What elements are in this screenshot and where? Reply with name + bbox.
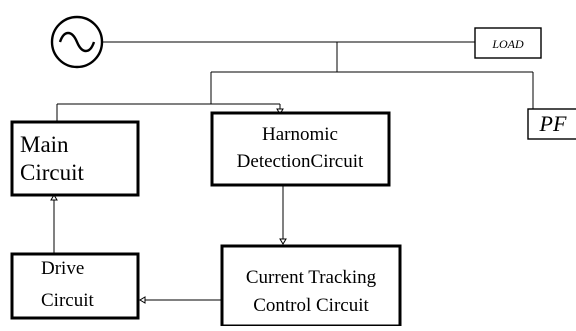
arrowhead-to-tracking — [279, 238, 287, 245]
harmonic-detection-line1: Harnomic — [262, 124, 338, 145]
arrowhead-to-drive — [139, 296, 146, 304]
current-tracking-line2: Control Circuit — [253, 295, 369, 316]
wires — [53, 41, 534, 301]
current-tracking-box: Current Tracking Control Circuit — [220, 244, 402, 328]
drive-circuit-line1: Drive — [41, 258, 84, 279]
current-tracking-line1: Current Tracking — [246, 267, 377, 288]
harmonic-detection-box: Harnomic DetectionCircuit — [210, 111, 391, 187]
drive-circuit-line2: Circuit — [41, 290, 94, 311]
main-circuit-line2: Circuit — [20, 160, 84, 185]
ac-source-icon — [50, 15, 104, 69]
pf-box: PF — [527, 108, 576, 140]
drive-circuit-box: Drive Circuit — [10, 252, 140, 320]
main-circuit-line1: Main — [20, 132, 69, 157]
pf-label: PF — [539, 111, 567, 136]
harmonic-detection-line2: DetectionCircuit — [237, 151, 364, 172]
load-label: LOAD — [491, 37, 524, 51]
arrowhead-to-main — [50, 194, 58, 201]
main-circuit-box: Main Circuit — [10, 120, 140, 197]
load-box: LOAD — [474, 27, 542, 59]
